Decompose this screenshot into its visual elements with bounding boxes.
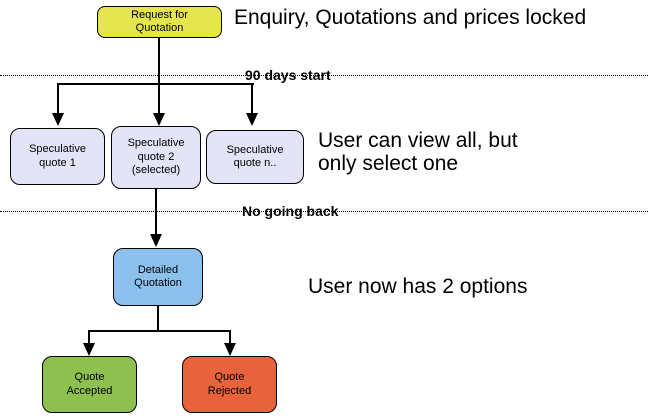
connector-quote2-to-detailed — [155, 189, 157, 234]
separator-label-no-going-back: No going back — [242, 203, 339, 219]
arrowhead-down-icon — [246, 113, 258, 126]
arrowhead-down-icon — [52, 113, 64, 126]
connector-branch-bottom — [88, 330, 231, 332]
connector-drop-rejected — [229, 330, 231, 344]
connector-drop-quote1 — [57, 83, 59, 113]
node-speculative-quote-2-selected: Speculative quote 2 (selected) — [111, 126, 201, 189]
connector-drop-accepted — [88, 330, 90, 344]
node-speculative-quote-1: Speculative quote 1 — [10, 128, 105, 185]
node-quote-accepted: Quote Accepted — [42, 356, 137, 413]
connector-request-to-branch — [158, 37, 160, 84]
arrowhead-down-icon — [83, 343, 95, 356]
node-speculative-quote-n: Speculative quote n.. — [206, 130, 304, 184]
node-quote-rejected: Quote Rejected — [182, 356, 277, 413]
connector-drop-quote-n — [251, 83, 253, 113]
connector-drop-quote2 — [158, 83, 160, 113]
node-request-for-quotation: Request for Quotation — [97, 6, 222, 38]
arrowhead-down-icon — [150, 234, 162, 247]
annotation-enquiry: Enquiry, Quotations and prices locked — [234, 6, 587, 29]
connector-detailed-to-branch — [157, 306, 159, 332]
annotation-user-can-view: User can view all, but only select one — [318, 129, 518, 175]
node-detailed-quotation: Detailed Quotation — [113, 248, 203, 306]
connector-branch-top — [57, 83, 254, 85]
arrowhead-down-icon — [153, 113, 165, 126]
annotation-user-options: User now has 2 options — [308, 275, 528, 298]
arrowhead-down-icon — [224, 343, 236, 356]
separator-line-90-days — [0, 75, 648, 76]
separator-line-no-going-back — [0, 211, 648, 212]
separator-label-90-days-start: 90 days start — [245, 67, 331, 83]
